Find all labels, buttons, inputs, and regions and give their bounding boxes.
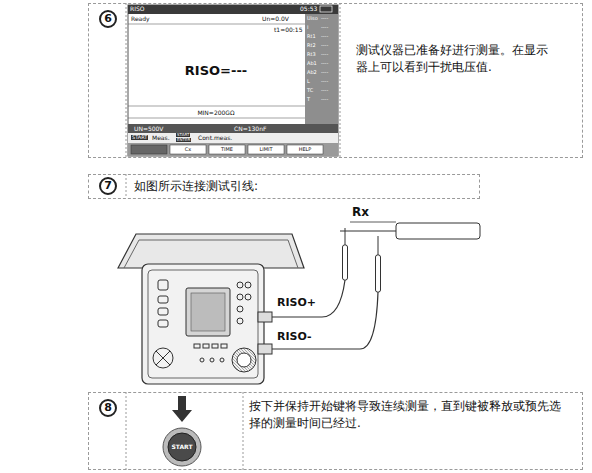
key-tag: START (131, 135, 148, 140)
time-setting: t1=00:15 (274, 27, 303, 33)
step-text: 如图所示连接测试引线: (134, 178, 434, 195)
reading-value: ---- (321, 61, 328, 66)
reading-name: L (307, 79, 310, 84)
key-action: Cont.meas. (198, 135, 232, 141)
reading-name: TC (307, 88, 313, 93)
soft-key: HELP (299, 147, 312, 152)
reading-name: Rt2 (307, 43, 316, 48)
soft-key: TIME (221, 147, 233, 152)
reading-value: ---- (321, 25, 328, 30)
reading-value: ---- (321, 70, 328, 75)
result: RISO=--- (185, 64, 247, 77)
terminal-label: RISO- (277, 331, 312, 342)
reading-value: ---- (321, 97, 328, 102)
screen-title: RISO (130, 6, 144, 12)
reading-value: ---- (321, 43, 328, 48)
reading-value: ---- (321, 79, 328, 84)
limit: MIN=200GΩ (197, 110, 234, 116)
soft-key: LIMIT (259, 147, 272, 152)
reading-value: ---- (321, 34, 328, 39)
reading-name: Rt1 (307, 34, 316, 39)
step-number: 8 (99, 399, 117, 417)
clock: 05:53 (300, 6, 317, 12)
step-box: 8 按下并保持开始键将导致连续测量，直到键被释放或预先选择的测量时间已经过. (88, 392, 583, 470)
reading-value: ---- (321, 88, 328, 93)
test-voltage: UN=500V (134, 126, 163, 132)
reading-name: T (307, 97, 310, 102)
key-tag: START (176, 133, 190, 137)
button-text: START (171, 444, 192, 450)
reading-value: ---- (321, 16, 328, 21)
step-text: 测试仪器已准备好进行测量。在显示器上可以看到干扰电压值. (356, 42, 556, 76)
key-action: Meas. (152, 135, 170, 141)
soft-key: Cx (185, 147, 191, 152)
reading-name: Ab2 (307, 70, 317, 75)
key-tag: ENTER (176, 138, 191, 142)
capacitance: CN=130nF (234, 126, 266, 132)
step-number: 6 (99, 10, 117, 28)
step-box: 7 如图所示连接测试引线: (88, 174, 480, 199)
terminal-label: RISO+ (277, 297, 316, 308)
status: Ready (131, 16, 150, 22)
component-label: Rx (352, 206, 369, 218)
reading-name: Ab1 (307, 61, 317, 66)
voltage: Un=0.0V (262, 16, 289, 22)
step-text: 按下并保持开始键将导致连续测量，直到键被释放或预先选择的测量时间已经过. (249, 398, 569, 432)
step-number: 7 (99, 177, 117, 195)
reading-value: ---- (321, 52, 328, 57)
reading-name: I (307, 25, 308, 30)
reading-name: Rt3 (307, 52, 316, 57)
reading-name: Uiso (307, 16, 318, 21)
